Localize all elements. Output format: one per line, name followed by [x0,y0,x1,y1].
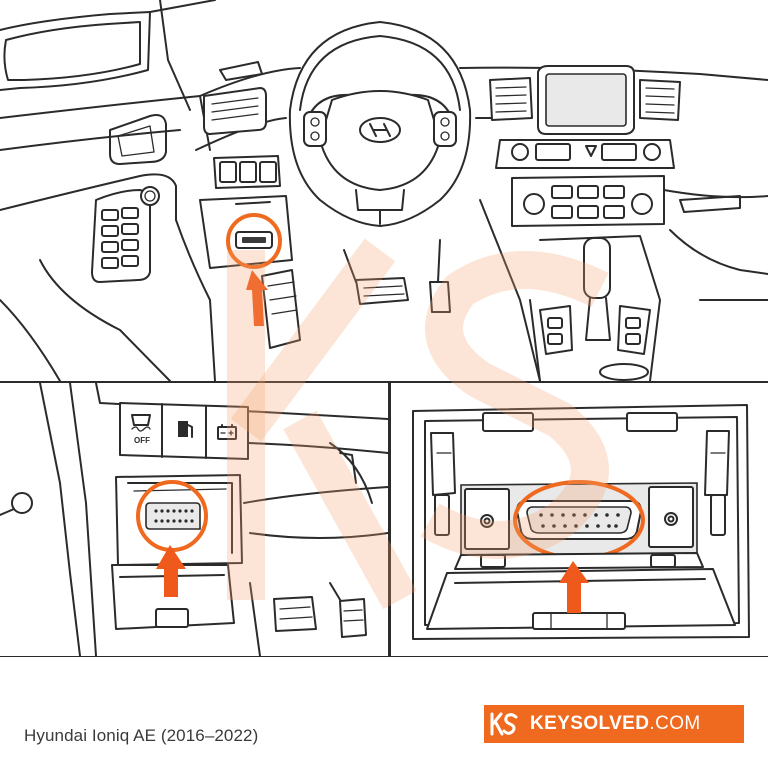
cabin-overview-illustration [0,0,768,381]
off-label: OFF [134,436,150,445]
battery-icon [217,424,237,440]
panel-divider-vertical [388,383,391,656]
keysolved-ks-icon [484,705,524,743]
brand-name: KEYSOLVED [530,713,650,734]
panel-divider-horizontal [0,381,768,383]
pointer-arrow-bottom-left [156,545,186,597]
fuel-door-icon [178,421,193,438]
illustration-bottom-border [0,656,768,657]
hazard-triangle-icon [585,145,597,157]
brand-wordmark: KEYSOLVED.COM [530,713,701,735]
brand-tld: .COM [649,713,701,734]
obd-port-closeup-illustration [391,383,768,656]
vehicle-caption: Hyundai Ioniq AE (2016–2022) [24,726,259,745]
under-dash-detail-illustration: OFF [0,383,388,656]
keysolved-brand-banner[interactable]: KEYSOLVED.COM [484,705,744,743]
pointer-arrow-top [246,270,268,326]
pointer-arrow-bottom-right [559,561,589,613]
traction-control-off-icon [131,414,151,432]
